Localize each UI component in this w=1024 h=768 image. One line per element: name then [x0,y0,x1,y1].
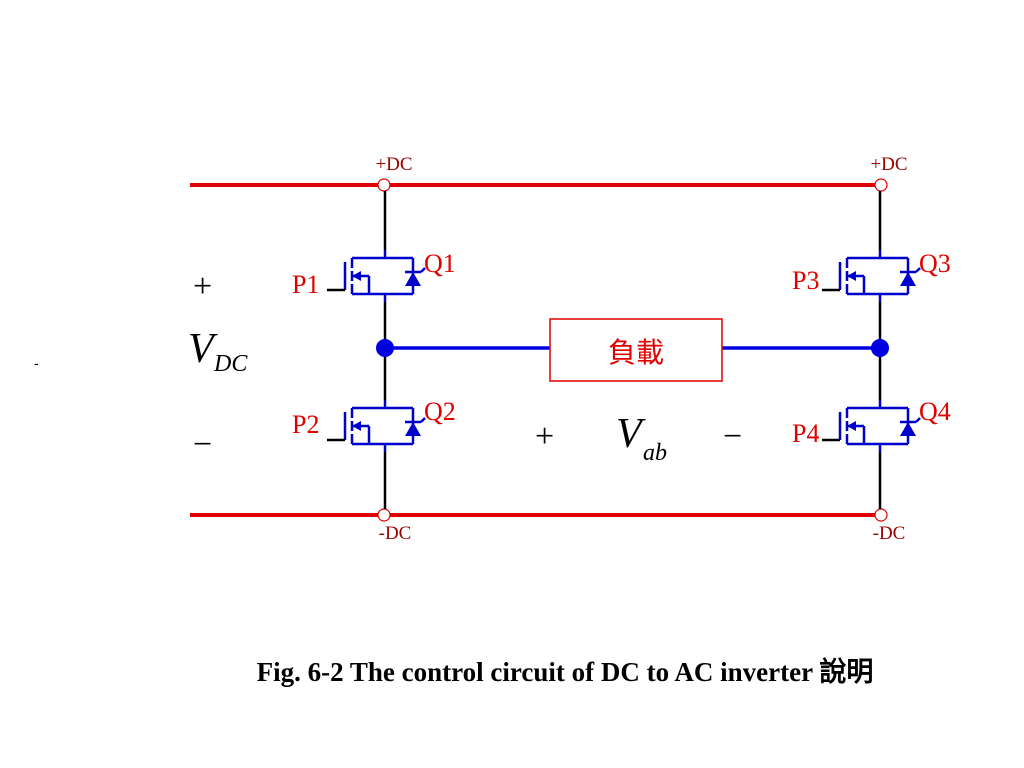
p3-label: P3 [792,266,819,295]
stray-mark: - [34,355,39,371]
bottom-right-rail-label: -DC [873,523,906,544]
p1-label: P1 [292,270,319,299]
p2-label: P2 [292,410,319,439]
terminal-bottom-right [874,508,888,522]
terminal-top-left [377,178,391,192]
mosfet-q2 [325,398,427,454]
vdc-symbol: V [188,326,218,372]
vdc-plus: + [193,268,212,305]
load-label: 負載 [608,337,664,369]
load-box [549,318,723,382]
vdc-subscript: DC [213,351,248,377]
mosfet-q1 [325,248,427,304]
figure-caption: Fig. 6-2 The control circuit of DC to AC… [256,657,874,687]
top-left-rail-label: +DC [375,154,412,175]
vdc-minus: − [193,426,212,463]
bottom-left-rail-label: -DC [379,523,412,544]
vab-subscript: ab [643,440,667,466]
mosfet-q4 [820,398,922,454]
p4-label: P4 [792,419,819,448]
q1-label: Q1 [424,249,456,278]
mosfet-q3 [820,248,922,304]
terminal-bottom-left [377,508,391,522]
q2-label: Q2 [424,397,456,426]
vab-plus: + [535,418,554,455]
vab-symbol: V [616,411,646,457]
top-right-rail-label: +DC [870,154,907,175]
node-b [871,339,889,357]
q4-label: Q4 [919,397,951,426]
terminal-top-right [874,178,888,192]
node-a [376,339,394,357]
q3-label: Q3 [919,249,951,278]
vab-minus: − [723,418,742,455]
